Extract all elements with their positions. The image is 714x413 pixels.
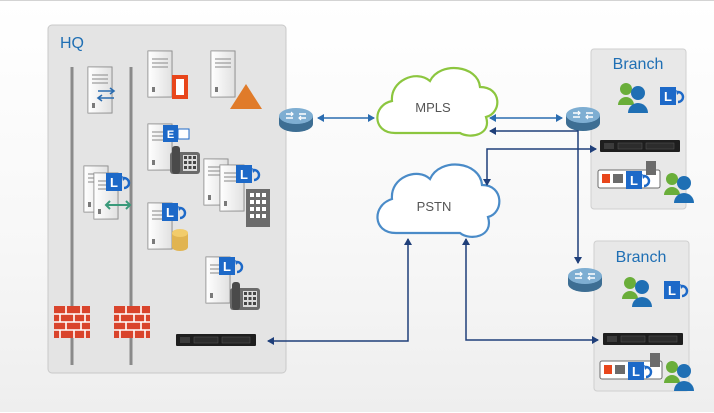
router-icon xyxy=(278,107,314,133)
firewall-icon xyxy=(113,305,151,339)
media-gateway-icon xyxy=(602,332,684,346)
svg-text:E: E xyxy=(167,129,174,141)
firewall-icon xyxy=(53,305,91,339)
pstn-cloud: PSTN xyxy=(376,163,501,238)
router-icon xyxy=(565,106,601,132)
media-gateway-icon xyxy=(599,139,681,153)
survivable-branch-appliance-icon xyxy=(597,161,694,203)
link-hq-gateway-pstn xyxy=(267,238,412,345)
media-gateway-icon xyxy=(175,333,257,347)
link-pstn-branch2-gateway xyxy=(462,238,599,344)
front-end-pool-icon xyxy=(203,158,270,227)
branch-title-bottom: Branch xyxy=(616,249,667,266)
office-server-icon xyxy=(147,50,188,99)
edge-server-icon xyxy=(83,165,132,220)
router-icon xyxy=(567,267,603,293)
survivable-branch-appliance-icon xyxy=(599,353,694,391)
mpls-cloud: MPLS xyxy=(376,67,499,137)
hq-title: HQ xyxy=(60,35,84,52)
database-server-icon xyxy=(147,201,188,251)
monitoring-server-icon xyxy=(210,50,262,109)
reverse-proxy-server-icon xyxy=(87,66,116,114)
pstn-label: PSTN xyxy=(417,199,452,214)
link-mpls-branch2-router xyxy=(489,127,582,264)
exchange-server-icon: E xyxy=(147,123,200,174)
link-pstn-branch-gateway xyxy=(483,145,597,186)
branch-title-top: Branch xyxy=(613,56,664,73)
mpls-label: MPLS xyxy=(415,100,451,115)
